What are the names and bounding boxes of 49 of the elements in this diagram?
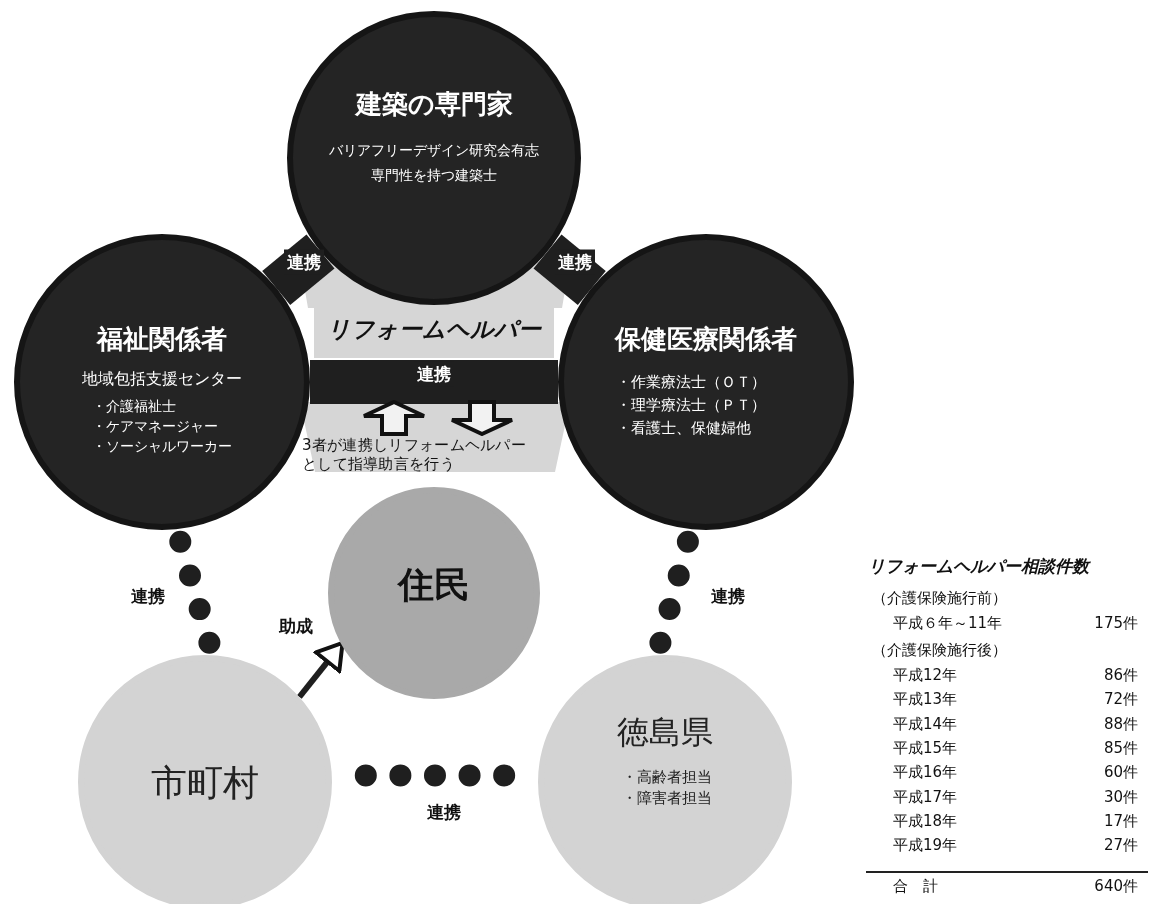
table-cell: 30件 xyxy=(1103,787,1138,807)
resident-circle xyxy=(328,487,540,699)
table-title: リフォームヘルパー相談件数 xyxy=(868,555,1089,578)
list-item: ・介護福祉士 xyxy=(92,397,176,416)
table-cell: 17件 xyxy=(1103,811,1138,831)
table-cell: 72件 xyxy=(1103,690,1138,710)
arrow xyxy=(297,640,345,699)
table-cell: 60件 xyxy=(1103,763,1138,783)
table-cell: 平成６年～11年 xyxy=(893,614,1003,633)
helper-area xyxy=(314,308,554,358)
list-item: ・高齢者担当 xyxy=(622,767,712,788)
circle-text: バリアフリーデザイン研究会有志 xyxy=(329,141,539,160)
table-cell: 平成19年 xyxy=(893,836,958,856)
table-cell: 平成12年 xyxy=(893,666,958,685)
table-heading: （介護保険施行後） xyxy=(872,641,1007,660)
connector-band xyxy=(262,234,335,305)
connector-band xyxy=(310,360,558,404)
table-cell: 175件 xyxy=(1094,614,1138,633)
table-cell: 平成14年 xyxy=(893,714,958,734)
circle-title: 市町村 xyxy=(151,761,259,805)
circle-title: リフォームヘルパー xyxy=(327,315,541,344)
circle-text: 地域包括支援センター xyxy=(82,369,242,390)
table-cell: 88件 xyxy=(1103,714,1138,734)
table-heading: （介護保険施行前） xyxy=(872,589,1007,608)
list-item: ・看護士、保健婦他 xyxy=(616,418,751,439)
circle-title: 建築の専門家 xyxy=(355,88,513,121)
table-cell: 640件 xyxy=(1094,877,1138,896)
table-cell: 平成18年 xyxy=(893,811,958,831)
circle-title: 福祉関係者 xyxy=(97,323,227,356)
list-item: ・理学療法士（ＰＴ） xyxy=(616,395,766,416)
group-circle xyxy=(558,234,854,530)
circle-title: 住民 xyxy=(398,563,470,607)
table-cell: 平成16年 xyxy=(893,763,958,783)
list-item: ・作業療法士（ＯＴ） xyxy=(616,372,766,393)
table-cell: 85件 xyxy=(1103,738,1138,758)
circle-title: 徳島県 xyxy=(617,712,713,753)
list-item: ・ケアマネージャー xyxy=(92,417,218,436)
table-cell: 平成13年 xyxy=(893,690,958,710)
circle-text: 専門性を持つ建築士 xyxy=(371,166,497,185)
table-cell: 合 計 xyxy=(893,877,938,896)
list-item: ・ソーシャルワーカー xyxy=(92,437,232,456)
table-cell: 27件 xyxy=(1103,836,1138,856)
table-cell: 平成15年 xyxy=(893,738,958,758)
connector-band xyxy=(533,234,606,305)
circle-title: 保健医療関係者 xyxy=(615,323,797,356)
table-cell: 平成17年 xyxy=(893,787,958,807)
list-item: ・障害者担当 xyxy=(622,788,712,809)
table-cell: 86件 xyxy=(1103,666,1138,685)
note-text: 3者が連携しリフォームヘルパーとして指導助言を行う xyxy=(302,436,528,474)
